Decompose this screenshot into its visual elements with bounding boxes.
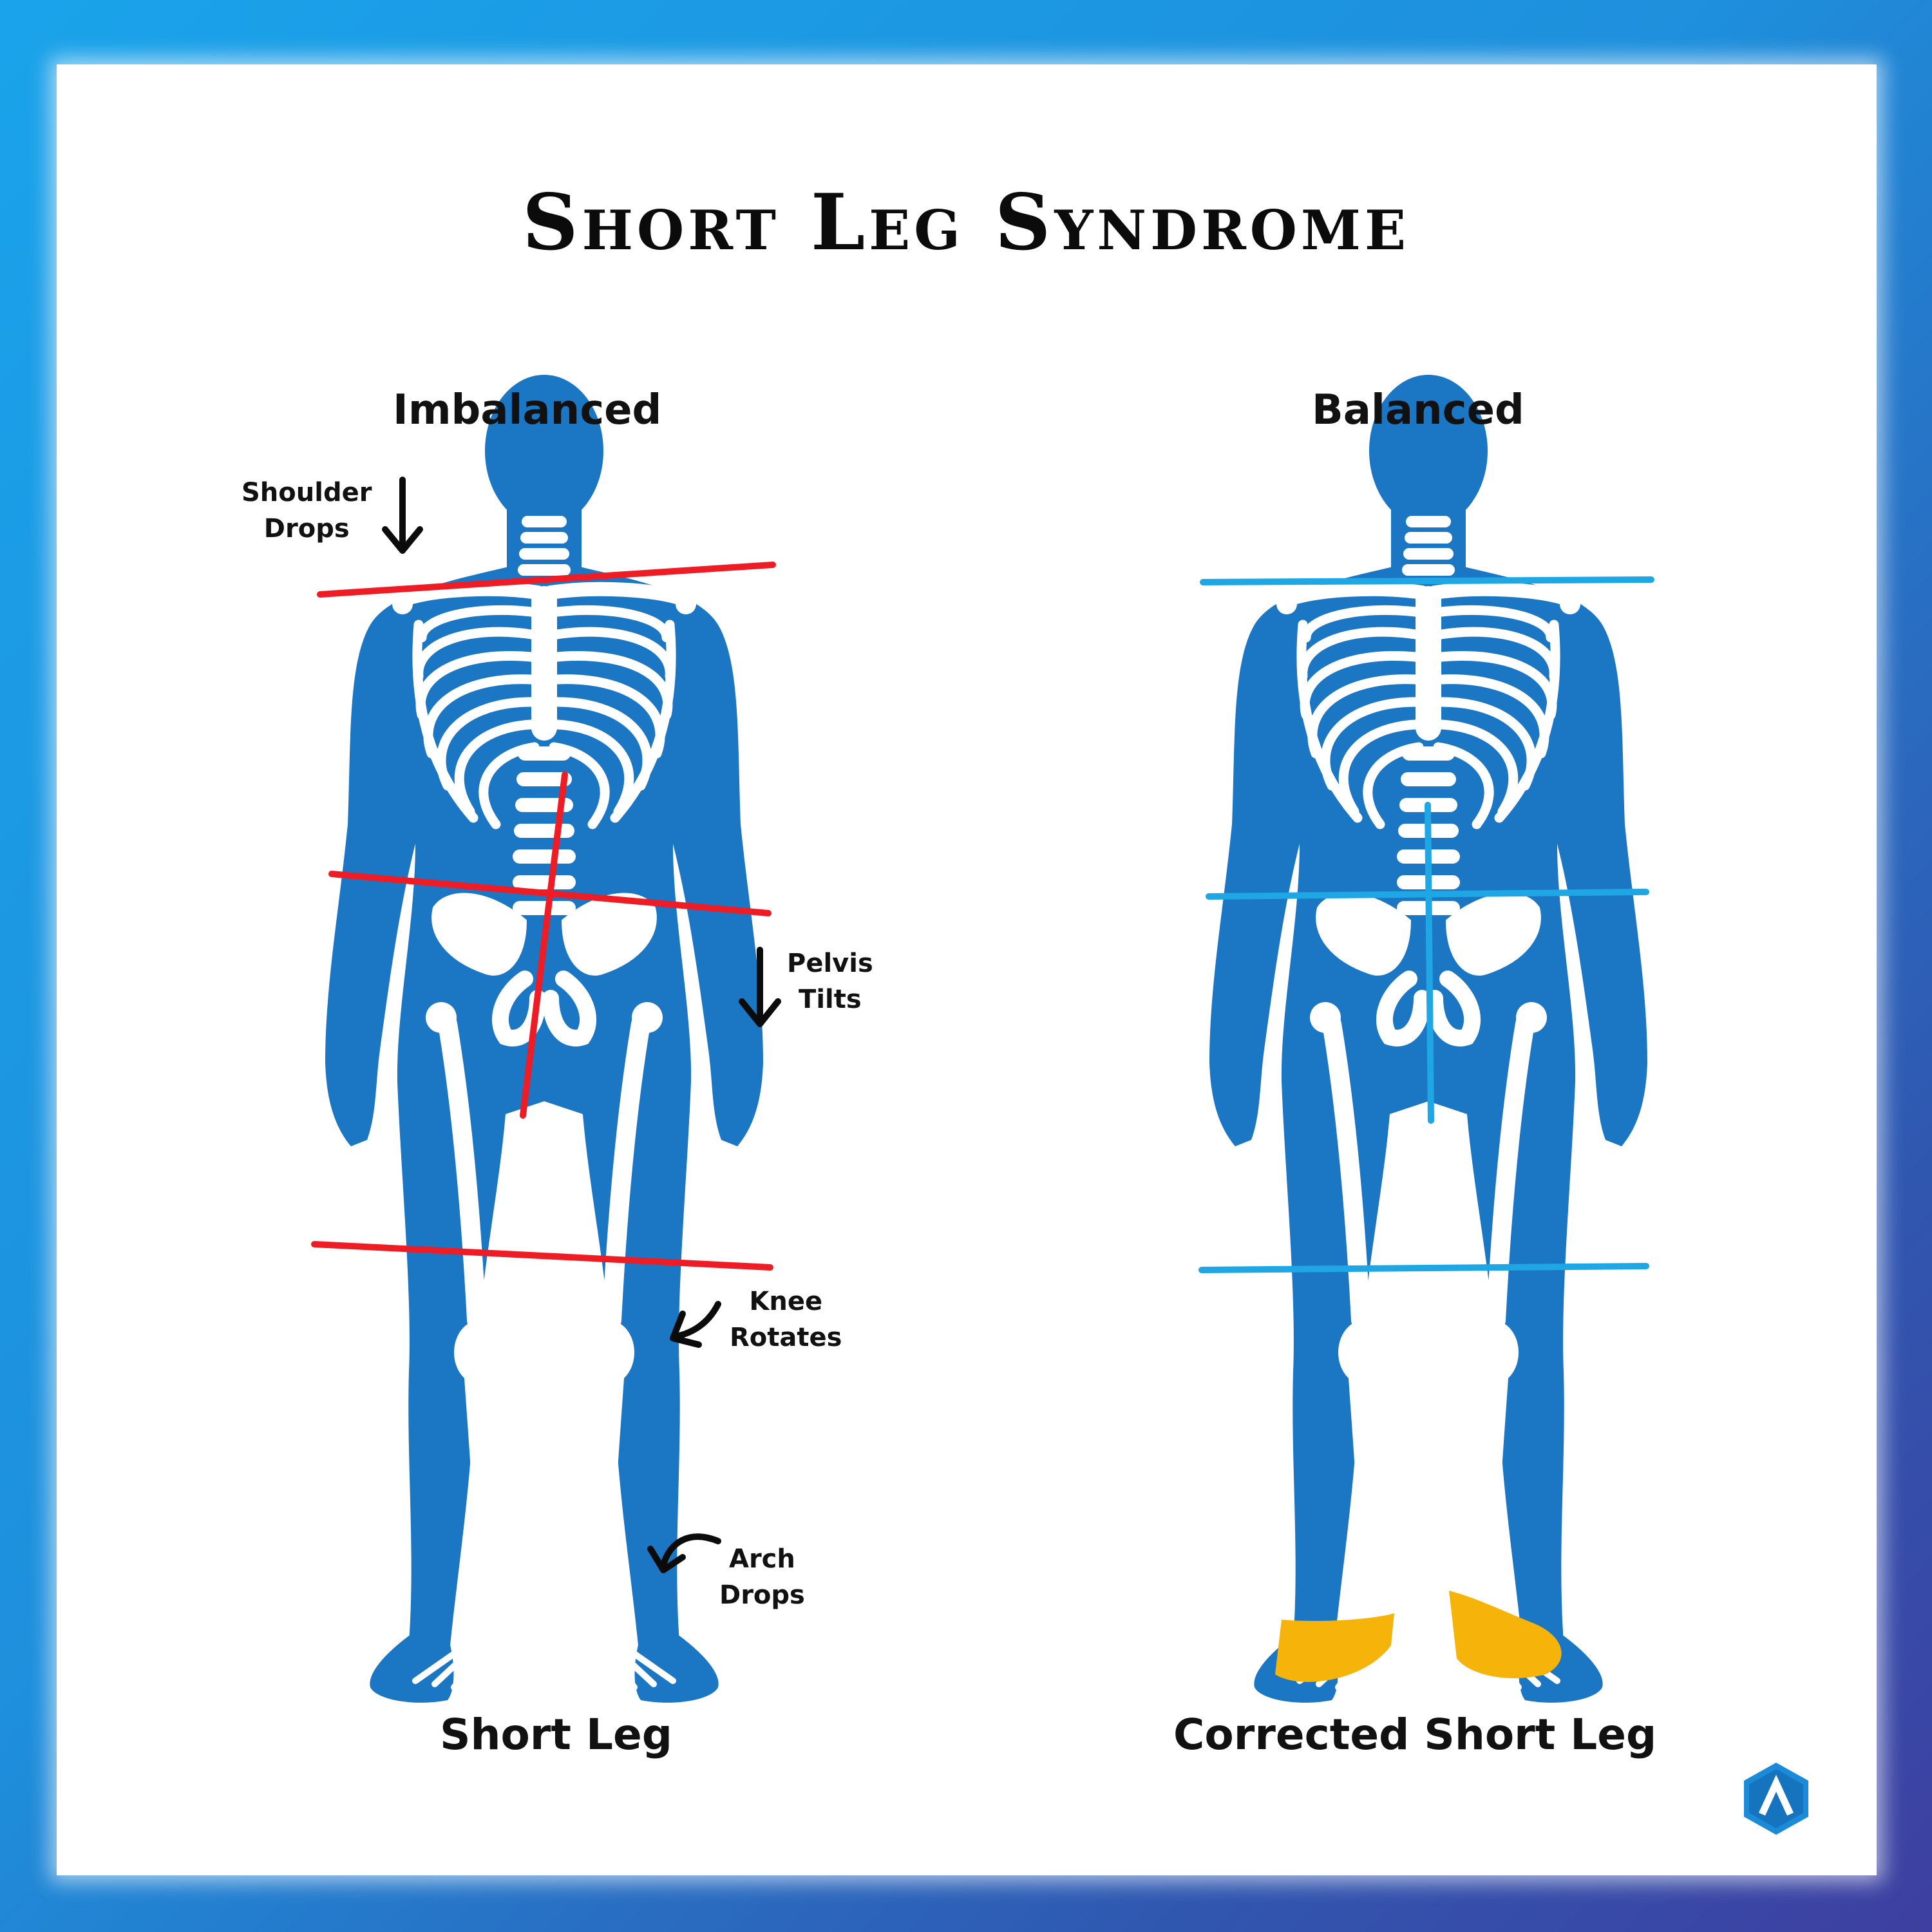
- imbalanced-heading: Imbalanced: [393, 386, 662, 434]
- shoulder-arrow-icon: [382, 477, 423, 554]
- arch-drops-label: Arch Drops: [719, 1544, 805, 1610]
- knee-arrow-icon: [670, 1301, 721, 1348]
- annotation-arrows: [382, 477, 781, 1573]
- left-figure: [325, 375, 763, 1703]
- balanced-heading: Balanced: [1312, 386, 1524, 434]
- knee-rotates-label: Knee Rotates: [730, 1287, 842, 1352]
- shoulder-line: [317, 562, 776, 598]
- hexagon-a-logo-icon: [1744, 1763, 1808, 1835]
- page-title: Short Leg Syndrome: [522, 177, 1410, 268]
- left-insole: [1275, 1613, 1394, 1682]
- knee-line-balanced: [1198, 1263, 1649, 1273]
- balance-lines: [1198, 576, 1654, 1273]
- shoulder-drops-label: Shoulder Drops: [242, 478, 372, 544]
- imbalance-lines: [311, 562, 776, 1271]
- pelvis-arrow-icon: [739, 947, 781, 1027]
- knee-line: [311, 1241, 773, 1271]
- spine-line: [520, 772, 568, 1119]
- insoles: [1275, 1591, 1562, 1682]
- arch-arrow-icon: [647, 1533, 721, 1573]
- pelvis-tilts-label: Pelvis Tilts: [787, 949, 873, 1014]
- short-leg-caption: Short Leg: [440, 1710, 673, 1759]
- right-insole: [1449, 1591, 1562, 1678]
- spine-line-balanced: [1425, 802, 1434, 1124]
- corrected-short-leg-caption: Corrected Short Leg: [1173, 1710, 1657, 1759]
- shoulder-line-balanced: [1200, 576, 1654, 585]
